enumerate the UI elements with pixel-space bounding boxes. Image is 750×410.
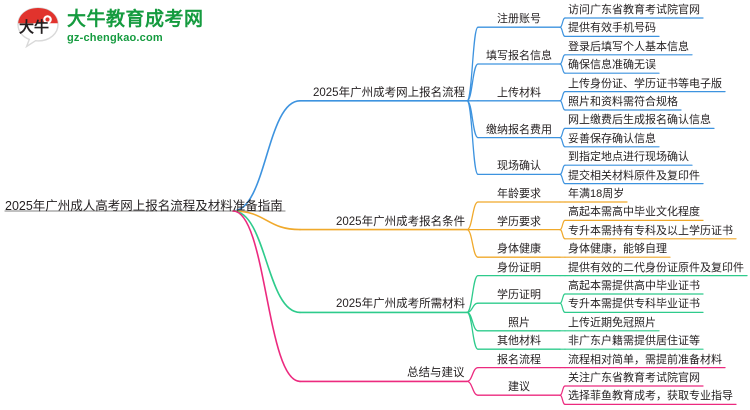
- sub-label-4-2[interactable]: 建议: [508, 381, 530, 394]
- leaf-label-1-5-1[interactable]: 到指定地点进行现场确认: [568, 151, 689, 164]
- sub-label-2-2[interactable]: 学历要求: [497, 215, 541, 228]
- leaf-label-1-5-2[interactable]: 提交相关材料原件及复印件: [568, 169, 700, 182]
- branch-label-2[interactable]: 2025年广州成考报名条件: [336, 215, 466, 228]
- sub-label-1-2[interactable]: 填写报名信息: [486, 50, 552, 62]
- leaf-label-3-4-1[interactable]: 非广东户籍需提供居住证等: [568, 335, 700, 348]
- leaf-label-2-2-2[interactable]: 专升本需持有专科及以上学历证书: [568, 224, 733, 237]
- branch-label-3[interactable]: 2025年广州成考所需材料: [336, 298, 466, 311]
- sub-label-3-2[interactable]: 学历证明: [497, 289, 541, 302]
- leaf-label-1-1-1[interactable]: 访问广东省教育考试院官网: [568, 4, 700, 16]
- logo-text: 大牛教育成考网 gz-chengkao.com: [67, 10, 204, 44]
- leaf-label-1-1-2[interactable]: 提供有效手机号码: [568, 22, 656, 35]
- logo-domain: gz-chengkao.com: [67, 32, 163, 44]
- leaf-label-4-2-1[interactable]: 关注广东省教育考试院官网: [568, 372, 700, 384]
- leaf-label-3-2-2[interactable]: 专升本需提供专科毕业证书: [568, 298, 700, 311]
- sub-label-1-1[interactable]: 注册账号: [497, 13, 541, 26]
- root-node-label[interactable]: 2025年广州成人高考网上报名流程及材料准备指南: [5, 199, 283, 213]
- leaf-label-2-2-1[interactable]: 高起本需高中毕业文化程度: [568, 206, 700, 219]
- sub-label-3-1[interactable]: 身份证明: [497, 261, 541, 274]
- leaf-label-4-2-2[interactable]: 选择菲鱼教育成考，获取专业指导: [568, 390, 733, 403]
- sub-label-1-3[interactable]: 上传材料: [497, 86, 541, 99]
- leaf-label-1-2-2[interactable]: 确保信息准确无误: [568, 59, 656, 72]
- leaf-label-1-3-1[interactable]: 上传身份证、学历证书等电子版: [568, 77, 722, 90]
- sub-label-4-1[interactable]: 报名流程: [497, 353, 541, 366]
- leaf-label-4-1-1[interactable]: 流程相对简单，需提前准备材料: [568, 353, 722, 366]
- logo-mark-icon: 大牛: [16, 6, 60, 49]
- branch-label-1[interactable]: 2025年广州成考网上报名流程: [313, 86, 466, 99]
- leaf-label-2-1-1[interactable]: 年满18周岁: [568, 188, 625, 200]
- sub-label-3-4[interactable]: 其他材料: [497, 335, 541, 348]
- leaf-label-1-4-2[interactable]: 妥善保存确认信息: [568, 132, 656, 145]
- sub-label-2-1[interactable]: 年龄要求: [497, 188, 541, 200]
- sub-label-1-5[interactable]: 现场确认: [497, 160, 541, 173]
- leaf-label-2-3-1[interactable]: 身体健康，能够自理: [568, 243, 667, 256]
- sub-label-1-4[interactable]: 缴纳报名费用: [486, 123, 552, 136]
- leaf-label-1-4-1[interactable]: 网上缴费后生成报名确认信息: [568, 114, 711, 127]
- sub-label-2-3[interactable]: 身体健康: [497, 243, 541, 256]
- sub-label-3-3[interactable]: 照片: [508, 316, 530, 329]
- branch-label-4[interactable]: 总结与建议: [407, 367, 465, 380]
- site-logo[interactable]: 大牛 大牛教育成考网 gz-chengkao.com: [16, 6, 204, 49]
- leaf-label-1-2-1[interactable]: 登录后填写个人基本信息: [568, 40, 689, 53]
- logo-name-cn: 大牛教育成考网: [67, 9, 204, 30]
- leaf-label-3-1-1[interactable]: 提供有效的二代身份证原件及复印件: [568, 261, 744, 274]
- svg-text:大牛: 大牛: [19, 18, 49, 36]
- leaf-label-1-3-2[interactable]: 照片和资料需符合规格: [568, 96, 678, 108]
- leaf-label-3-2-1[interactable]: 高起本需提供高中毕业证书: [568, 280, 700, 292]
- leaf-label-3-3-1[interactable]: 上传近期免冠照片: [568, 316, 656, 329]
